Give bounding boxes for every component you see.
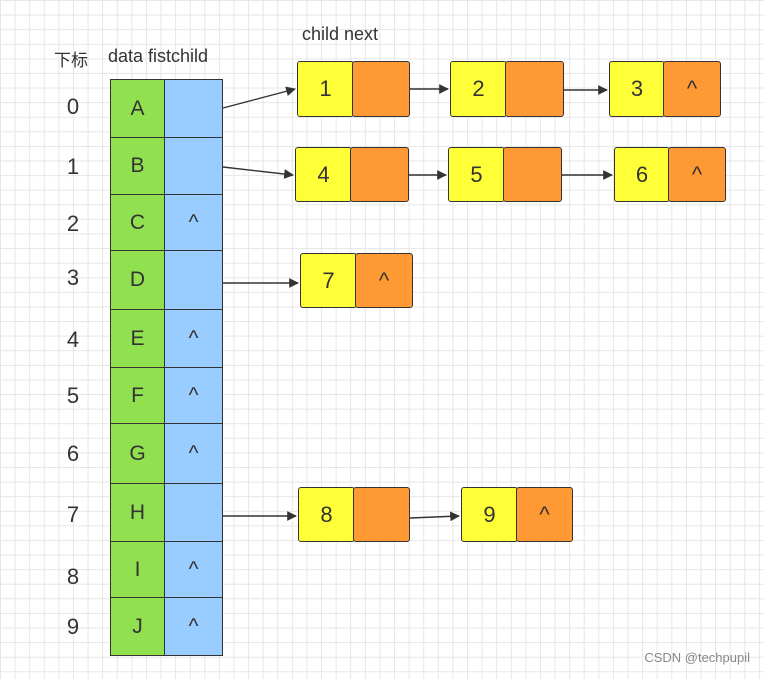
data-cell: H bbox=[110, 483, 165, 542]
child-node: 7 bbox=[300, 253, 357, 308]
index-label: 7 bbox=[66, 502, 80, 527]
data-cell: J bbox=[110, 597, 165, 656]
index-label: 2 bbox=[66, 211, 80, 236]
child-node: 2 bbox=[450, 61, 507, 117]
index-label: 4 bbox=[66, 327, 80, 352]
next-pointer bbox=[352, 61, 410, 117]
firstchild-cell: ^ bbox=[164, 309, 223, 368]
next-pointer: ^ bbox=[663, 61, 721, 117]
next-pointer bbox=[353, 487, 410, 542]
index-label: 5 bbox=[66, 383, 80, 408]
index-label: 1 bbox=[66, 154, 80, 179]
child-node: 9 bbox=[461, 487, 518, 542]
child-node: 1 bbox=[297, 61, 354, 117]
index-label: 8 bbox=[66, 564, 80, 589]
child-node: 6 bbox=[614, 147, 670, 202]
index-label: 9 bbox=[66, 614, 80, 639]
firstchild-cell bbox=[164, 250, 223, 310]
next-pointer: ^ bbox=[516, 487, 573, 542]
child-next-header: child next bbox=[302, 24, 379, 44]
firstchild-cell: ^ bbox=[164, 541, 223, 598]
data-cell: I bbox=[110, 541, 165, 598]
index-label: 0 bbox=[66, 94, 80, 119]
index-header: 下标 bbox=[54, 51, 88, 70]
child-node: 5 bbox=[448, 147, 505, 202]
firstchild-cell bbox=[164, 137, 223, 195]
child-node: 8 bbox=[298, 487, 355, 542]
data-cell: F bbox=[110, 367, 165, 424]
next-pointer: ^ bbox=[668, 147, 726, 202]
next-pointer bbox=[505, 61, 564, 117]
data-cell: C bbox=[110, 194, 165, 251]
next-arrow bbox=[409, 511, 460, 522]
data-cell: G bbox=[110, 423, 165, 484]
data-cell: D bbox=[110, 250, 165, 310]
next-pointer bbox=[350, 147, 409, 202]
firstchild-cell: ^ bbox=[164, 367, 223, 424]
data-firstchild-header: data fistchild bbox=[108, 46, 209, 66]
index-label: 3 bbox=[66, 265, 80, 290]
next-pointer: ^ bbox=[355, 253, 413, 308]
watermark: CSDN @techpupil bbox=[644, 650, 750, 665]
next-pointer bbox=[503, 147, 562, 202]
firstchild-cell bbox=[164, 79, 223, 138]
data-cell: A bbox=[110, 79, 165, 138]
firstchild-cell bbox=[164, 483, 223, 542]
firstchild-cell: ^ bbox=[164, 597, 223, 656]
pointer-arrow bbox=[222, 166, 294, 179]
child-node: 3 bbox=[609, 61, 665, 117]
child-node: 4 bbox=[295, 147, 352, 202]
index-label: 6 bbox=[66, 441, 80, 466]
data-cell: E bbox=[110, 309, 165, 368]
data-cell: B bbox=[110, 137, 165, 195]
pointer-arrow bbox=[222, 86, 296, 109]
firstchild-cell: ^ bbox=[164, 423, 223, 484]
firstchild-cell: ^ bbox=[164, 194, 223, 251]
